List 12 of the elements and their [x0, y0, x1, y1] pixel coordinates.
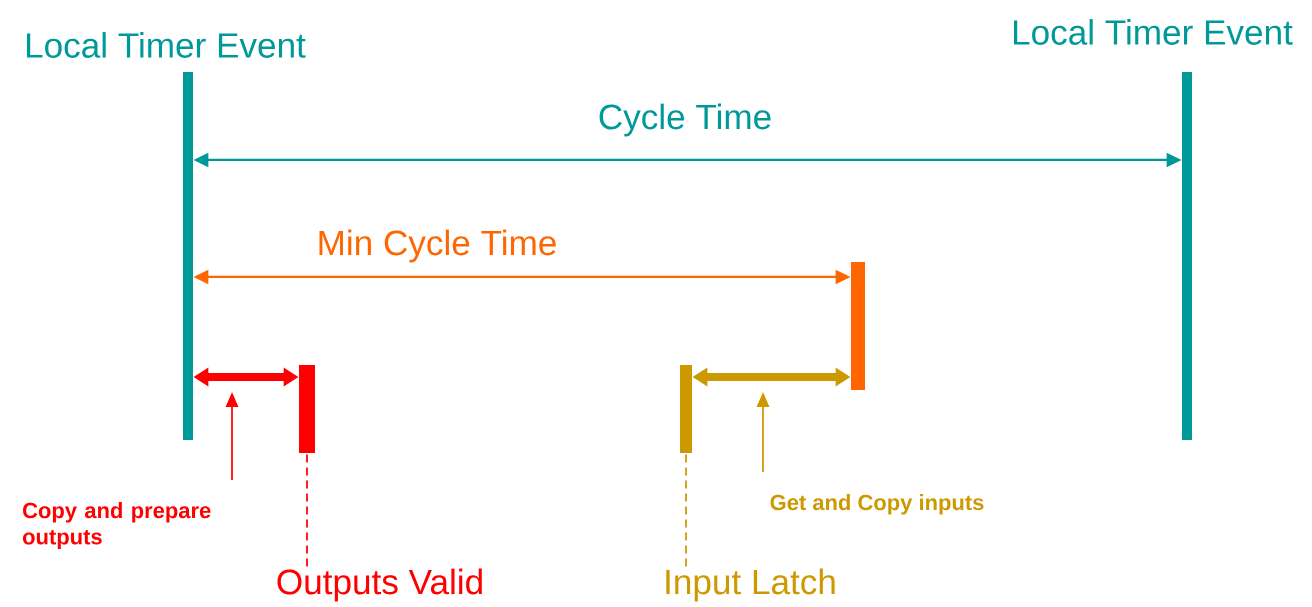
- event-label: Input Latch: [666, 568, 835, 602]
- event-label: Local Timer Event: [1013, 19, 1293, 45]
- event-label: Local Timer Event: [26, 32, 306, 58]
- annotation-text: Copy and prepare outputs: [22, 502, 211, 549]
- edge-label: Cycle Time: [599, 103, 771, 137]
- leader-line: [306, 452, 308, 568]
- event-label: Outputs Valid: [277, 568, 482, 602]
- timeline-bar: [299, 365, 315, 453]
- edge-label: Min Cycle Time: [319, 229, 556, 263]
- timeline-bar: [680, 365, 692, 453]
- leader-line: [685, 452, 687, 568]
- annotation-text: Get and Copy inputs: [770, 494, 984, 515]
